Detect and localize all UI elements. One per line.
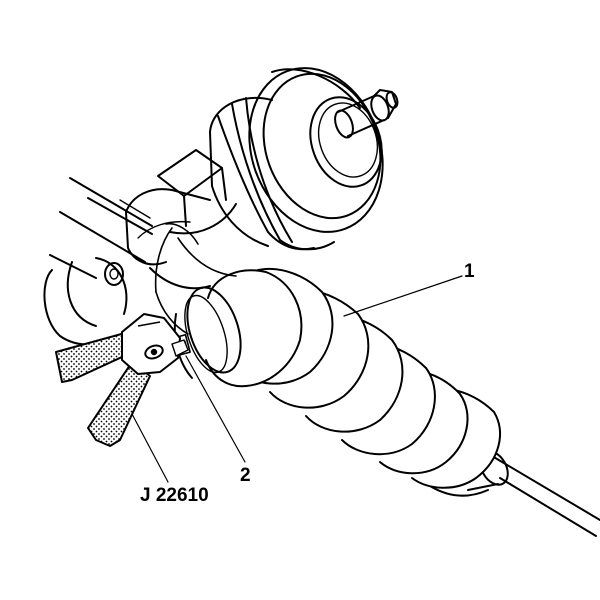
leader-lines: [131, 275, 463, 483]
rack-housing: [43, 177, 153, 346]
boot-convolutions: [205, 267, 501, 489]
callout-label-tool: J 22610: [140, 485, 209, 506]
boot-clamp-wire: [154, 222, 237, 335]
pinion-shaft: [334, 89, 399, 139]
gear-housing-body: [125, 149, 237, 290]
pinion-valve-housing: [209, 67, 384, 251]
callout-label-1: 1: [464, 261, 475, 282]
callout-label-2: 2: [240, 465, 251, 486]
crimp-tool-j22610: [55, 313, 189, 447]
tool-lower-handle: [87, 361, 151, 447]
tool-jaw-head: [121, 313, 181, 375]
